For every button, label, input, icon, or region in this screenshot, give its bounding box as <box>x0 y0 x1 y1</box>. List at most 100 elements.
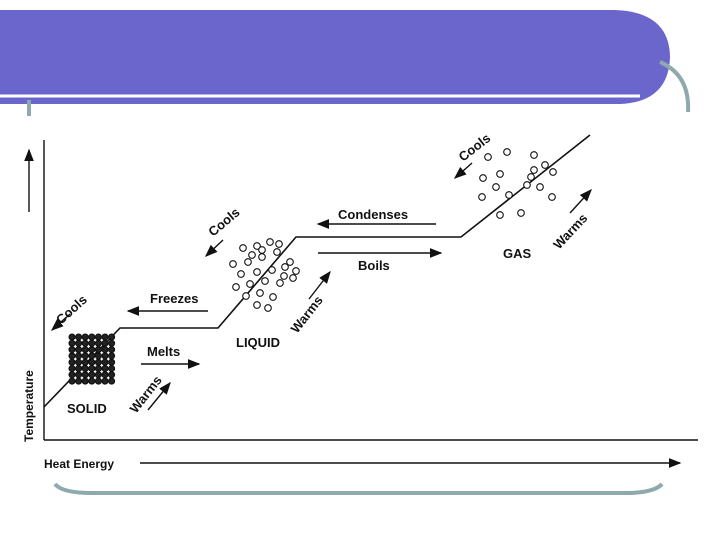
particle <box>232 283 240 291</box>
heating-curve <box>43 134 591 408</box>
particle <box>548 193 556 201</box>
particle <box>479 174 487 182</box>
particle <box>273 248 281 256</box>
arrow-warms-liquid <box>308 270 331 300</box>
state-label-liquid: LIQUID <box>236 335 280 350</box>
particle <box>108 364 116 373</box>
particle <box>81 346 89 354</box>
particle <box>258 246 266 254</box>
particle <box>478 193 486 201</box>
particle <box>68 358 76 366</box>
particle <box>68 352 76 360</box>
particle <box>68 346 76 354</box>
particle <box>264 304 272 312</box>
particle <box>261 277 269 285</box>
particle <box>281 263 289 271</box>
arrow-cools-liquid <box>204 239 224 257</box>
particle <box>75 352 83 360</box>
particle <box>517 209 525 217</box>
particle <box>88 371 96 379</box>
particle <box>94 371 102 379</box>
particle <box>88 377 96 385</box>
particle <box>108 333 116 341</box>
particle <box>75 377 83 385</box>
particle <box>101 371 109 379</box>
particle <box>530 151 538 159</box>
particle <box>68 377 76 385</box>
particle <box>242 292 250 300</box>
particle <box>94 333 102 341</box>
solid-particles <box>68 333 116 385</box>
particle <box>549 168 557 176</box>
particle <box>523 181 531 189</box>
particle <box>108 371 116 379</box>
y-axis-label: Temperature <box>22 370 36 442</box>
particle <box>253 268 261 276</box>
particle <box>239 244 247 252</box>
particle <box>108 377 116 385</box>
particle <box>101 339 109 347</box>
arrow-warms-solid <box>147 381 171 411</box>
particle <box>88 333 96 341</box>
particle <box>492 183 500 191</box>
particle <box>246 280 254 288</box>
particle <box>536 183 544 191</box>
particle <box>94 352 102 360</box>
state-label-gas: GAS <box>503 246 532 261</box>
label-warms-gas: Warms <box>550 210 590 252</box>
label-condenses: Condenses <box>338 207 408 222</box>
arrow-cools-gas <box>453 162 473 179</box>
particle <box>229 260 237 268</box>
particle <box>108 339 116 347</box>
particle <box>81 339 89 347</box>
particle <box>75 358 83 366</box>
particle <box>75 333 83 341</box>
particle <box>286 258 294 266</box>
particle <box>88 358 96 366</box>
particle <box>101 364 109 373</box>
particle <box>108 346 116 354</box>
particle <box>88 339 96 347</box>
particle <box>75 371 83 379</box>
particle <box>101 377 109 385</box>
particle <box>292 267 300 275</box>
particle <box>275 240 283 248</box>
particle <box>101 346 109 354</box>
particle <box>94 377 102 385</box>
label-cools-liquid: Cools <box>205 205 242 240</box>
liquid-particles <box>229 238 300 312</box>
particle <box>75 339 83 347</box>
title-banner <box>0 10 670 104</box>
particle <box>244 258 252 266</box>
particle <box>289 274 297 282</box>
particle <box>68 364 76 373</box>
particle <box>269 293 277 301</box>
x-axis-label: Heat Energy <box>44 457 114 471</box>
arrow-warms-gas <box>569 188 592 214</box>
particle <box>81 364 89 373</box>
particle <box>94 364 102 373</box>
gas-particles <box>478 148 557 219</box>
particle <box>94 358 102 366</box>
particle <box>280 272 288 280</box>
arrow-cools-solid <box>50 313 71 331</box>
particle <box>101 333 109 341</box>
particle <box>108 358 116 366</box>
label-melts: Melts <box>147 344 180 359</box>
particle <box>94 346 102 354</box>
label-boils: Boils <box>358 258 390 273</box>
particle <box>108 352 116 360</box>
particle <box>68 371 76 379</box>
particle <box>75 364 83 373</box>
particle <box>258 253 266 261</box>
particle <box>81 371 89 379</box>
state-label-solid: SOLID <box>67 401 107 416</box>
particle <box>496 211 504 219</box>
particle <box>101 358 109 366</box>
label-freezes: Freezes <box>150 291 198 306</box>
particle <box>496 170 504 178</box>
particle <box>505 191 513 199</box>
particle <box>484 153 492 161</box>
